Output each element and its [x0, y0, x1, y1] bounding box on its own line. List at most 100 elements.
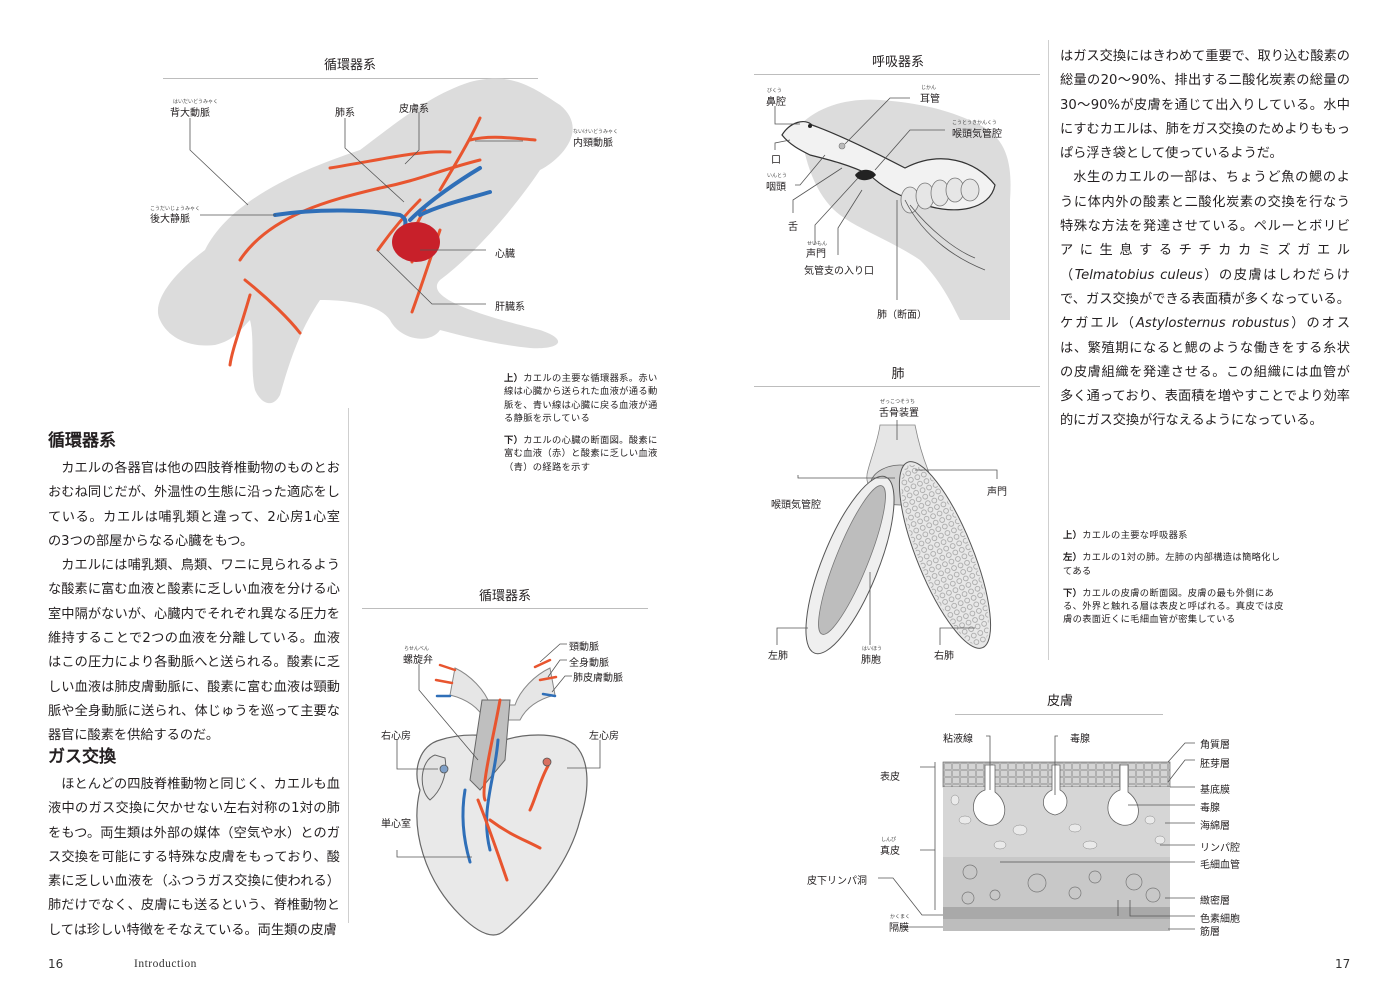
label-poison-gland: 毒腺 [1200, 803, 1220, 814]
label-capillary: 毛細血管 [1200, 860, 1240, 871]
label-germinal-layer: 胚芽層 [1200, 759, 1230, 770]
label-carotid: 頸動脈 [569, 642, 599, 653]
label-glottis: 声門 [806, 249, 826, 260]
label-eustachian: 耳管 [920, 94, 940, 105]
label-laryngotracheal-lung: 喉頭気管腔 [771, 500, 821, 511]
paragraph: ほとんどの四肢脊椎動物と同じく、カエルも血液中のガス交換に欠かせない左右対称の1… [48, 777, 340, 938]
paragraph: カエルには哺乳類、鳥類、ワニに見られるような酸素に富む血液と酸素に乏しい血液を分… [48, 558, 340, 744]
species-name: Telmatobius culeus [1074, 267, 1203, 283]
column-rule-left [348, 408, 349, 923]
label-laryngotracheal: 喉頭気管腔 [952, 129, 1002, 140]
label-muscle-layer: 筋層 [1200, 927, 1220, 938]
figure-title-lung: 肺 [891, 367, 905, 382]
figure-title-heart: 循環器系 [478, 589, 531, 604]
label-mucous-gland: 粘液線 [943, 734, 973, 745]
paragraph: カエルの各器官は他の四肢脊椎動物のものとおおむね同じだが、外温性の生態に沿った適… [48, 461, 340, 549]
label-basement-membrane: 基底膜 [1200, 785, 1230, 796]
ruby-laryngotracheal: こうとうきかんくう [952, 120, 997, 126]
label-bronchus-entry: 気管支の入り口 [804, 266, 874, 277]
caption-mark-left: 左） [1063, 552, 1083, 564]
label-hyoid: 舌骨装置 [879, 408, 919, 419]
heading-circulatory: 循環器系 [48, 431, 116, 451]
label-ventricle: 単心室 [381, 819, 411, 830]
figure-title-respiratory: 呼吸器系 [871, 55, 924, 70]
caption-left: 上）カエルの主要な循環器系。赤い線は心臓から送られた血液が通る動脈を、青い線は心… [504, 372, 662, 483]
ruby-glottis: せいもん [807, 241, 828, 247]
label-tongue: 舌 [788, 222, 798, 233]
label-cutaneous: 皮膚系 [399, 104, 429, 115]
label-dermis: 真皮 [880, 846, 900, 857]
figure-title-skin: 皮膚 [1046, 694, 1073, 709]
species-name: Astylosternus robustus [1135, 316, 1290, 332]
caption-right: 上）カエルの主要な呼吸器系 左）カエルの1対の肺。左肺の内部構造は簡略化してある… [1063, 529, 1288, 636]
label-right-atrium: 右心房 [381, 731, 411, 742]
caption-text-top: カエルの主要な呼吸器系 [1082, 530, 1188, 541]
label-mouth: 口 [771, 155, 781, 166]
ruby-dorsal-aorta: はいだいどうみゃく [173, 99, 219, 105]
label-pharynx: 咽頭 [766, 182, 786, 193]
label-epidermis: 表皮 [880, 772, 900, 783]
figure-title-rule [754, 74, 1040, 75]
label-left-lung: 左肺 [768, 651, 788, 662]
heading-gas-exchange: ガス交換 [48, 747, 116, 767]
figure-title-circulatory: 循環器系 [323, 58, 376, 73]
ruby-spiral-valve: らせんべん [404, 646, 429, 652]
ruby-alveoli: はいほう [862, 646, 883, 652]
label-poison-gland-top: 毒腺 [1070, 734, 1090, 745]
paragraph: はガス交換にはきわめて重要で、取り込む酸素の総量の20～90%、排出する二酸化炭… [1060, 49, 1350, 162]
label-hepatic: 肝臓系 [495, 302, 525, 313]
ruby-pharynx: いんとう [767, 173, 788, 179]
label-stratum-corneum: 角質層 [1200, 740, 1230, 751]
caption-mark-bottom: 下） [1063, 587, 1083, 599]
ruby-nasal-cavity: びくう [767, 88, 782, 94]
subcutaneous-layer [943, 907, 1170, 919]
body-circulatory: カエルの各器官は他の四肢脊椎動物のものとおおむね同じだが、外温性の生態に沿った適… [48, 457, 340, 749]
figure-title-rule [754, 386, 1040, 387]
caption-mark-top: 上） [1063, 530, 1083, 541]
frog-circulatory-diagram [157, 78, 573, 404]
caption-text-left: カエルの1対の肺。左肺の内部構造は簡略化してある [1063, 552, 1281, 577]
label-compact-layer: 緻密層 [1200, 896, 1230, 907]
ruby-posterior-vena-cava: こうだいじょうみゃく [150, 206, 201, 212]
label-nasal-cavity: 鼻腔 [766, 97, 786, 108]
body-gas-exchange: ほとんどの四肢脊椎動物と同じく、カエルも血液中のガス交換に欠かせない左右対称の1… [48, 773, 340, 943]
label-pulmocutaneous: 肺皮膚動脈 [573, 673, 623, 684]
arteries [228, 116, 537, 367]
text-span: 水生のカエルの一部は、ちょうど魚の鰓のように体内外の酸素と二酸化炭素の交換を行な… [1060, 170, 1350, 283]
body-right-column: はガス交換にはきわめて重要で、取り込む酸素の総量の20～90%、排出する二酸化炭… [1060, 45, 1350, 434]
caption-text-bottom: カエルの皮膚の断面図。皮膚の最も外側にある、外界と触れる層は表皮と呼ばれる。真皮… [1063, 587, 1284, 626]
label-internal-carotid: 内頸動脈 [573, 138, 613, 149]
label-systemic: 全身動脈 [569, 658, 609, 669]
caption-mark-bottom: 下） [504, 435, 524, 447]
label-posterior-vena-cava: 後大静脈 [150, 214, 190, 225]
ruby-internal-carotid: ないけいどうみゃく [573, 129, 619, 135]
paragraph: 水生のカエルの一部は、ちょうど魚の鰓のように体内外の酸素と二酸化炭素の交換を行な… [1060, 166, 1350, 433]
muscle-layer [943, 919, 1170, 931]
caption-mark-top: 上） [504, 373, 524, 384]
ruby-septum: かくまく [890, 914, 911, 920]
figure-title-rule [362, 608, 648, 609]
left-lung [805, 475, 895, 655]
caption-text-top: カエルの主要な循環器系。赤い線は心臓から送られた血液が通る動脈を、青い線は心臓に… [504, 373, 658, 424]
label-septum: 隔膜 [889, 923, 909, 934]
text-span: ）の皮膚はしわだらけで、ガス交換ができる表面積が多くなっている。ケガエル（ [1060, 267, 1350, 332]
text-span: ）のオスは、繁殖期になると鰓のような働きをする糸状の皮膚組織を発達させる。この組… [1060, 316, 1351, 429]
label-alveoli: 肺胞 [861, 655, 881, 666]
column-rule-right [1048, 40, 1049, 660]
frog-heart [392, 222, 440, 262]
label-spongy-layer: 海綿層 [1200, 821, 1230, 832]
figure-title-rule [163, 78, 538, 79]
frog-silhouette [157, 78, 573, 404]
label-spiral-valve: 螺旋弁 [403, 655, 433, 666]
ventricle [416, 734, 588, 936]
caption-text-bottom: カエルの心臓の断面図。酸素に富む血液（赤）と酸素に乏しい血液（青）の経路を示す [504, 435, 658, 473]
page-number-right: 17 [1335, 957, 1351, 971]
label-subcutaneous-lymph: 皮下リンパ洞 [807, 876, 867, 887]
label-glottis-lung: 声門 [987, 487, 1007, 498]
ruby-eustachian: じかん [921, 85, 937, 91]
label-dorsal-aorta: 背大動脈 [170, 108, 210, 119]
figure-title-rule [955, 714, 1163, 715]
